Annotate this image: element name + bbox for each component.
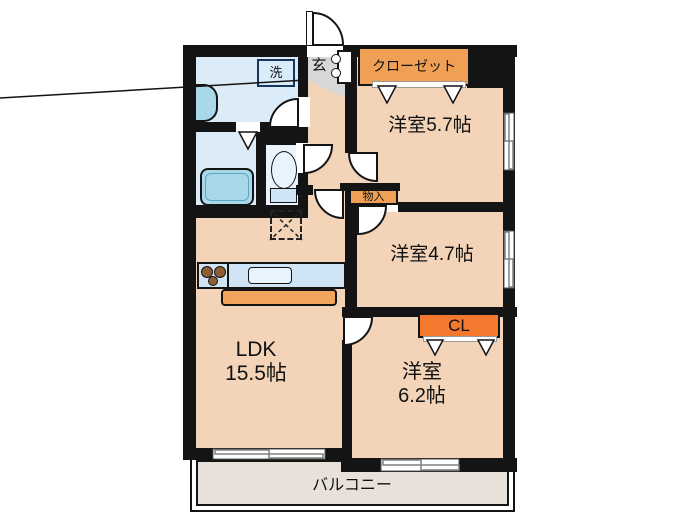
balcony-label: バルコニー (312, 477, 392, 494)
bedroom3-label-size: 6.2帖 (398, 385, 446, 407)
stove-burner-3 (208, 276, 218, 286)
wall-bedroom1-2-divider (397, 202, 505, 212)
wall-storage-top (340, 183, 400, 191)
bedroom2-label: 洋室4.7帖 (390, 244, 474, 265)
wall-hall-left-b (298, 127, 308, 143)
bathtub-inner (205, 173, 249, 201)
wall-left (183, 45, 196, 460)
washer-label: 洗 (269, 64, 283, 80)
entrance-door-swing (312, 11, 345, 46)
stove-burner-1 (201, 266, 213, 278)
entrance-door-leaf (306, 11, 313, 46)
shoe-cabinet (337, 50, 353, 84)
washbasin (196, 84, 218, 122)
bedroom1-label: 洋室5.7帖 (388, 115, 472, 136)
entrance-label: 玄 (311, 57, 327, 74)
wall-ldk-bedroom3 (342, 340, 352, 463)
ldk-label-size: 15.5帖 (225, 362, 287, 386)
wall-bedroom2-3-divider (342, 307, 517, 317)
toilet-bowl (271, 151, 297, 189)
kitchen-counter-divider (227, 263, 229, 288)
stove-burner-2 (214, 266, 226, 278)
washroom-door-opening (296, 97, 310, 127)
refrigerator-space (270, 210, 302, 240)
ldk-label-name: LDK (235, 338, 277, 361)
wall-washroom-bottom-a (196, 122, 236, 132)
shoe-cabinet-knuckle-2 (331, 68, 341, 78)
wall-bottom-bedroom3 (341, 458, 517, 472)
toilet-door-opening (296, 143, 310, 173)
wall-ldk-door-stub (296, 185, 313, 195)
cl-box: CL (418, 313, 500, 338)
toilet-tank (270, 188, 297, 203)
storage-label: 物入 (362, 190, 385, 203)
bedroom3-label-name: 洋室 (402, 361, 442, 383)
cl-label: CL (448, 315, 470, 335)
bath-door-opening (236, 122, 260, 132)
storage-box: 物入 (349, 189, 398, 205)
shoe-cabinet-knuckle-1 (331, 54, 341, 64)
balcony-outer-line (190, 460, 515, 512)
closet-label: クローゼット (372, 58, 456, 75)
wall-corner-topright (467, 45, 512, 88)
wall-bath-toilet (256, 132, 266, 205)
bedroom2-door-opening (358, 204, 398, 212)
wall-hall-left-a (298, 57, 308, 97)
kitchen-sink (248, 267, 292, 284)
closet-door-track (372, 81, 466, 88)
washer-box: 洗 (257, 59, 295, 87)
wall-hall-right-lower (345, 183, 357, 307)
ldk-label: LDK 15.5帖 (186, 338, 326, 386)
wall-bottom-ldk (183, 448, 347, 460)
kitchen-cabinet (221, 289, 337, 306)
bedroom3-label: 洋室 6.2帖 (352, 360, 492, 408)
cl-door-track (423, 336, 497, 342)
wall-toilet-top (266, 132, 308, 145)
